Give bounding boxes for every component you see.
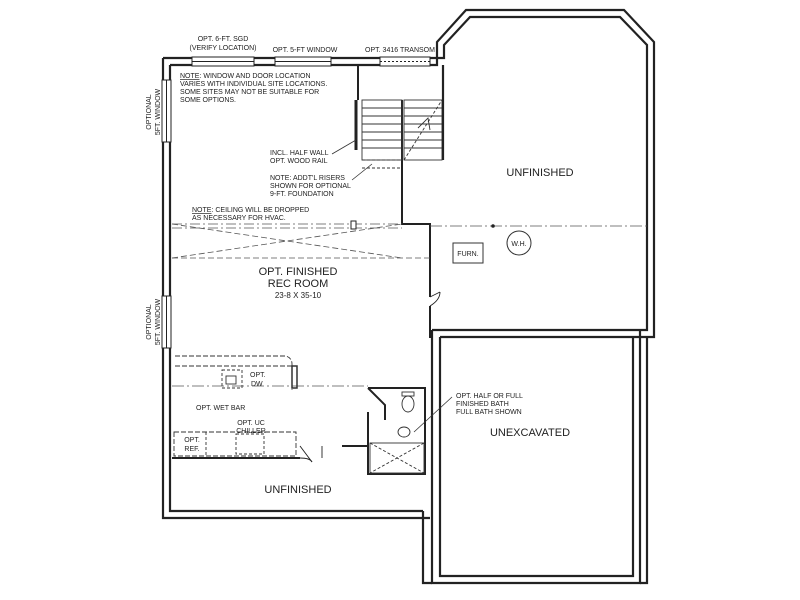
sgd-label-line1: OPT. 6-FT. SGD: [198, 36, 249, 43]
door-swing-bottom: [299, 445, 323, 463]
rec-room-dims: 23-8 X 35-10: [275, 291, 322, 300]
interior-walls: [172, 65, 431, 475]
note-window-line2: VARIES WITH INDIVIDUAL SITE LOCATIONS.: [180, 81, 327, 88]
dw-line1: OPT.: [250, 372, 266, 379]
unexcavated-label: UNEXCAVATED: [490, 427, 570, 439]
note-window-line3: SOME SITES MAY NOT BE SUITABLE FOR: [180, 89, 319, 96]
half-wall-line2: OPT. WOOD RAIL: [270, 158, 328, 165]
ceiling-note-line1: NOTE: CEILING WILL BE DROPPED: [192, 207, 309, 214]
unfinished-upper-label: UNFINISHED: [506, 167, 573, 179]
water-heater-circle: [506, 230, 532, 256]
risers-line3: 9-FT. FOUNDATION: [270, 191, 334, 198]
window-symbols: [161, 56, 431, 349]
risers-line1: NOTE: ADDT'L RISERS: [270, 175, 345, 182]
furnace-box: [452, 242, 484, 264]
half-wall-line1: INCL. HALF WALL: [270, 150, 329, 157]
bath-line1: OPT. HALF OR FULL: [456, 393, 523, 400]
ref-line2: REF.: [184, 446, 199, 453]
wet-bar-label: OPT. WET BAR: [196, 405, 245, 412]
risers-line2: SHOWN FOR OPTIONAL: [270, 183, 351, 190]
bath-fixtures: [369, 391, 425, 474]
chiller-line2: CHILLER: [236, 428, 266, 435]
furnace-label: FURN.: [457, 251, 478, 258]
transom-label: OPT. 3416 TRANSOM: [365, 47, 435, 54]
sgd-label-line2: (VERIFY LOCATION): [189, 45, 256, 52]
rec-room-line1: OPT. FINISHED: [259, 266, 338, 278]
ceiling-note-line2: AS NECESSARY FOR HVAC.: [192, 215, 286, 222]
water-heater-label: W.H.: [511, 241, 526, 248]
beam-post-right: [491, 224, 495, 228]
left-window-lower-line2: 5FT. WINDOW: [155, 298, 162, 345]
note-window-line1: NOTE: WINDOW AND DOOR LOCATION: [180, 73, 311, 80]
note-window-line4: SOME OPTIONS.: [180, 97, 236, 104]
unfinished-lower-label: UNFINISHED: [264, 484, 331, 496]
stairs: [361, 99, 443, 169]
sink: [397, 426, 411, 438]
chiller-line1: OPT. UC: [237, 420, 265, 427]
left-window-lower-line1: OPTIONAL: [146, 304, 153, 340]
ref-line1: OPT.: [184, 437, 200, 444]
wet-bar: [175, 355, 298, 390]
shower: [369, 442, 425, 474]
leader-lines: [331, 139, 453, 433]
lower-counter: [173, 431, 297, 457]
beam-post: [350, 220, 357, 230]
window-top-label: OPT. 5-FT WINDOW: [273, 47, 338, 54]
bath-line3: FULL BATH SHOWN: [456, 409, 522, 416]
left-window-upper-line2: 5FT. WINDOW: [155, 88, 162, 135]
door-swing-rec-room: [429, 291, 441, 307]
bath-line2: FINISHED BATH: [456, 401, 509, 408]
beam-lines: [171, 223, 647, 387]
dw-line2: DW: [251, 381, 263, 388]
rec-room-line2: REC ROOM: [268, 278, 329, 290]
toilet: [401, 395, 415, 413]
left-window-upper-line1: OPTIONAL: [146, 94, 153, 130]
